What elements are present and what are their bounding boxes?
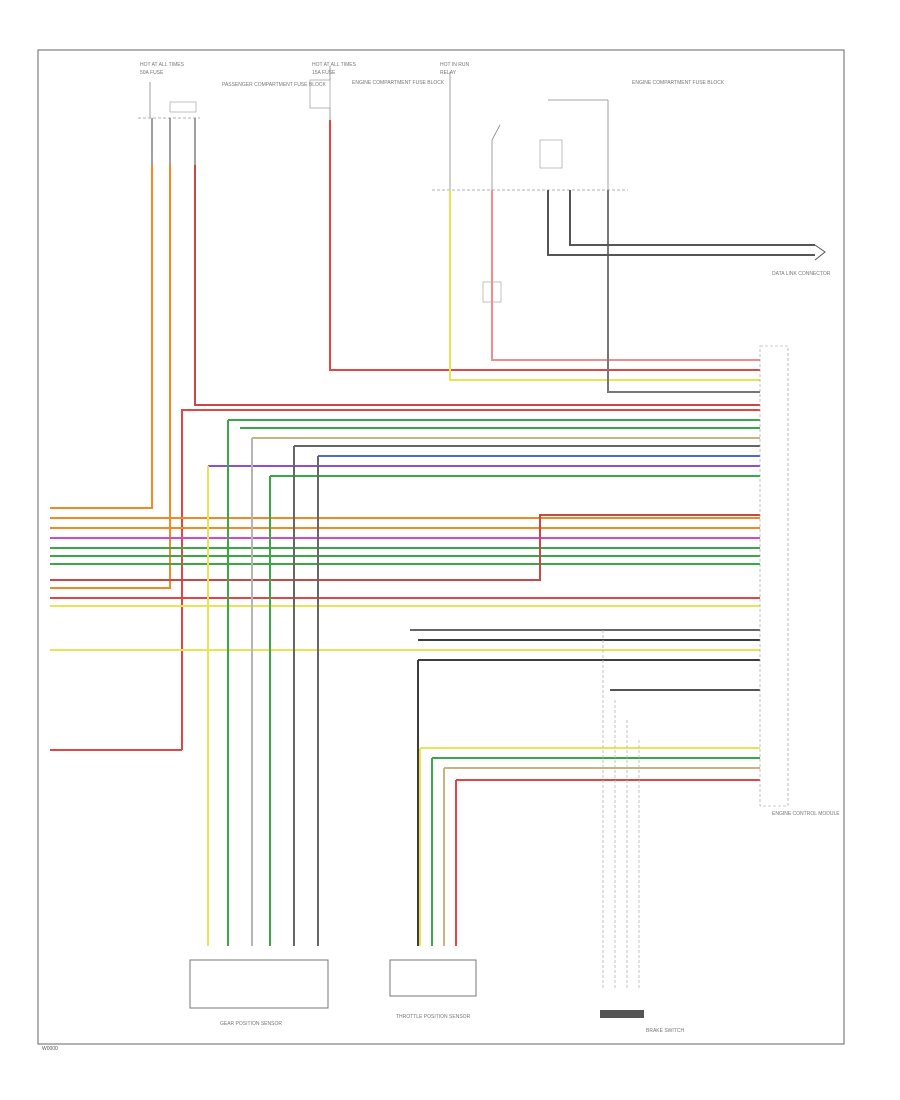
wire-orange-2 <box>50 165 171 589</box>
brake-switch-label: BRAKE SWITCH <box>646 1028 684 1034</box>
top-left-fuse-text: HOT AT ALL TIMES 50A FUSE PASSENGER COMP… <box>140 62 326 88</box>
engine-fuse-block-2-label: ENGINE COMPARTMENT FUSE BLOCK <box>632 80 725 86</box>
engine-fuse-block-label: ENGINE COMPARTMENT FUSE BLOCK <box>352 80 445 86</box>
top-middle-fuse-ref: 15A FUSE <box>312 70 336 76</box>
throttle-sensor-label: THROTTLE POSITION SENSOR <box>396 1014 471 1020</box>
wire-dark-dlc-2 <box>569 190 815 246</box>
ecm-connector: ENGINE CONTROL MODULE <box>759 345 840 817</box>
passenger-fuse-block-label: PASSENGER COMPARTMENT FUSE BLOCK <box>222 82 326 88</box>
gear-sensor-label: GEAR POSITION SENSOR <box>220 1021 282 1027</box>
wire-dark-dlc-1 <box>547 190 815 256</box>
top-left-fuse-title: HOT AT ALL TIMES <box>140 62 185 68</box>
wire-yellow-relay <box>449 190 760 381</box>
wire-red-relay <box>491 190 760 361</box>
wire-gray-right <box>607 190 760 393</box>
top-left-fuse-ref: 50A FUSE <box>140 70 164 76</box>
wire-red-fuse <box>329 120 760 371</box>
horizontal-bus <box>50 419 760 751</box>
dlc-block: DATA LINK CONNECTOR <box>772 244 831 277</box>
wire-red-left <box>181 409 760 750</box>
top-right-fuse-title: HOT IN RUN <box>440 62 469 68</box>
gear-position-sensor: GEAR POSITION SENSOR <box>189 959 329 1027</box>
diagram-border <box>37 49 845 1045</box>
brake-switch-wires <box>602 630 640 990</box>
top-right-relay-group: HOT IN RUN RELAY ENGINE COMPARTMENT FUSE… <box>432 62 725 303</box>
dlc-label: DATA LINK CONNECTOR <box>772 271 831 277</box>
ecm-label: ENGINE CONTROL MODULE <box>772 811 840 817</box>
top-right-fuse-ref: RELAY <box>440 70 457 76</box>
top-wires <box>50 120 815 750</box>
lower-right-bus <box>410 629 760 946</box>
gear-sensor-wires <box>207 420 319 946</box>
diagram-code: W0000 <box>42 1046 58 1052</box>
top-middle-fuse-title: HOT AT ALL TIMES <box>312 62 357 68</box>
top-middle-fuse-group: HOT AT ALL TIMES 15A FUSE ENGINE COMPART… <box>309 62 445 120</box>
wire-dark-red-1 <box>194 165 760 406</box>
wire-orange-1 <box>50 165 153 509</box>
top-left-fuse-group <box>138 82 200 165</box>
brake-switch: BRAKE SWITCH <box>600 1010 684 1034</box>
throttle-position-sensor: THROTTLE POSITION SENSOR <box>389 959 477 1020</box>
